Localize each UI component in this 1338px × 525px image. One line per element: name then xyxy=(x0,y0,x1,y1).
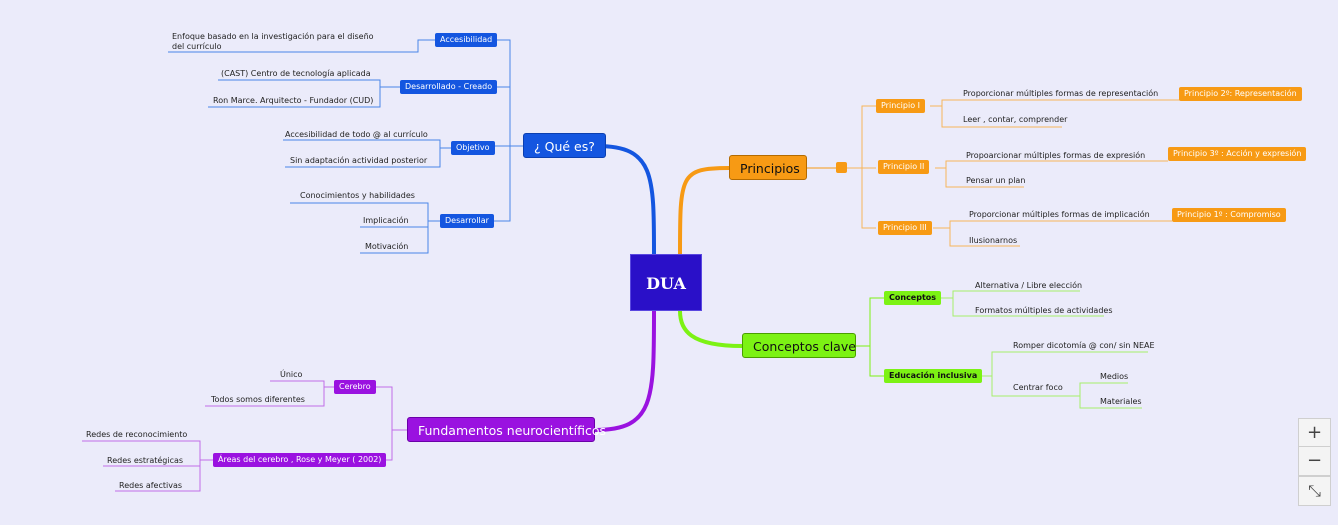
leaf-implicacion-formas[interactable]: Proporcionar múltiples formas de implica… xyxy=(969,210,1150,219)
tag-principio-1[interactable]: Principio 1º : Compromiso xyxy=(1172,208,1286,222)
subnode-conceptos[interactable]: Conceptos xyxy=(884,291,942,305)
leaf-implicacion[interactable]: Implicación xyxy=(363,216,409,225)
leaf-redes-estrategicas[interactable]: Redes estratégicas xyxy=(107,456,184,465)
zoom-out-button[interactable]: − xyxy=(1298,446,1331,476)
subnode-desarrollado[interactable]: Desarrollado - Creado xyxy=(400,80,498,94)
fit-to-screen-button[interactable]: ⤡ xyxy=(1298,476,1331,506)
subnode-principio-3[interactable]: Principio III xyxy=(878,221,932,235)
collapse-toggle[interactable] xyxy=(836,162,847,173)
branch-conceptos-clave[interactable]: Conceptos clave xyxy=(742,333,856,358)
tag-principio-2[interactable]: Principio 2º: Representación xyxy=(1179,87,1302,101)
leaf-romper[interactable]: Romper dicotomía @ con/ sin NEAE xyxy=(1013,341,1155,350)
central-node[interactable]: DUA xyxy=(630,254,702,311)
leaf-accesibilidad-todo[interactable]: Accesibilidad de todo @ al currículo xyxy=(285,130,428,139)
subnode-areas-cerebro[interactable]: Áreas del cerebro , Rose y Meyer ( 2002) xyxy=(213,453,387,467)
branch-que-es[interactable]: ¿ Qué es? xyxy=(523,133,606,158)
leaf-representacion[interactable]: Proporcionar múltiples formas de represe… xyxy=(963,89,1159,98)
subnode-principio-1[interactable]: Principio I xyxy=(876,99,925,113)
leaf-sin-adaptacion[interactable]: Sin adaptación actividad posterior xyxy=(290,156,428,165)
leaf-conocimientos[interactable]: Conocimientos y habilidades xyxy=(300,191,415,200)
leaf-pensar[interactable]: Pensar un plan xyxy=(966,176,1026,185)
branch-fundamentos[interactable]: Fundamentos neurocientíficos xyxy=(407,417,606,442)
subnode-accesibilidad[interactable]: Accesibilidad xyxy=(435,33,498,47)
leaf-ilusionarnos[interactable]: Ilusionarnos xyxy=(969,236,1018,245)
leaf-expresion[interactable]: Propoarcionar múltiples formas de expres… xyxy=(966,151,1146,160)
leaf-materiales[interactable]: Materiales xyxy=(1100,397,1142,406)
leaf-ron-marce[interactable]: Ron Marce. Arquitecto - Fundador (CUD) xyxy=(213,96,374,105)
leaf-motivacion[interactable]: Motivación xyxy=(365,242,409,251)
leaf-leer[interactable]: Leer , contar, comprender xyxy=(963,115,1068,124)
leaf-enfoque[interactable]: Enfoque basado en la investigación para … xyxy=(172,32,374,51)
subnode-principio-2[interactable]: Principio II xyxy=(878,160,930,174)
subnode-educacion-inclusiva[interactable]: Educación inclusiva xyxy=(884,369,983,383)
leaf-redes-reconocimiento[interactable]: Redes de reconocimiento xyxy=(86,430,188,439)
leaf-centrar-foco[interactable]: Centrar foco xyxy=(1013,383,1063,392)
leaf-redes-afectivas[interactable]: Redes afectivas xyxy=(119,481,183,490)
branch-principios[interactable]: Principios xyxy=(729,155,807,180)
zoom-in-button[interactable]: + xyxy=(1298,418,1331,448)
leaf-formatos[interactable]: Formatos múltiples de actividades xyxy=(975,306,1113,315)
tag-principio-3[interactable]: Principio 3º : Acción y expresión xyxy=(1168,147,1307,161)
leaf-unico[interactable]: Único xyxy=(280,370,303,379)
leaf-medios[interactable]: Medios xyxy=(1100,372,1129,381)
leaf-cast[interactable]: (CAST) Centro de tecnología aplicada xyxy=(221,69,371,78)
leaf-alternativa[interactable]: Alternativa / Libre elección xyxy=(975,281,1083,290)
leaf-todos-diferentes[interactable]: Todos somos diferentes xyxy=(211,395,305,404)
subnode-cerebro[interactable]: Cerebro xyxy=(334,380,376,394)
subnode-desarrollar[interactable]: Desarrollar xyxy=(440,214,494,228)
subnode-objetivo[interactable]: Objetivo xyxy=(451,141,495,155)
